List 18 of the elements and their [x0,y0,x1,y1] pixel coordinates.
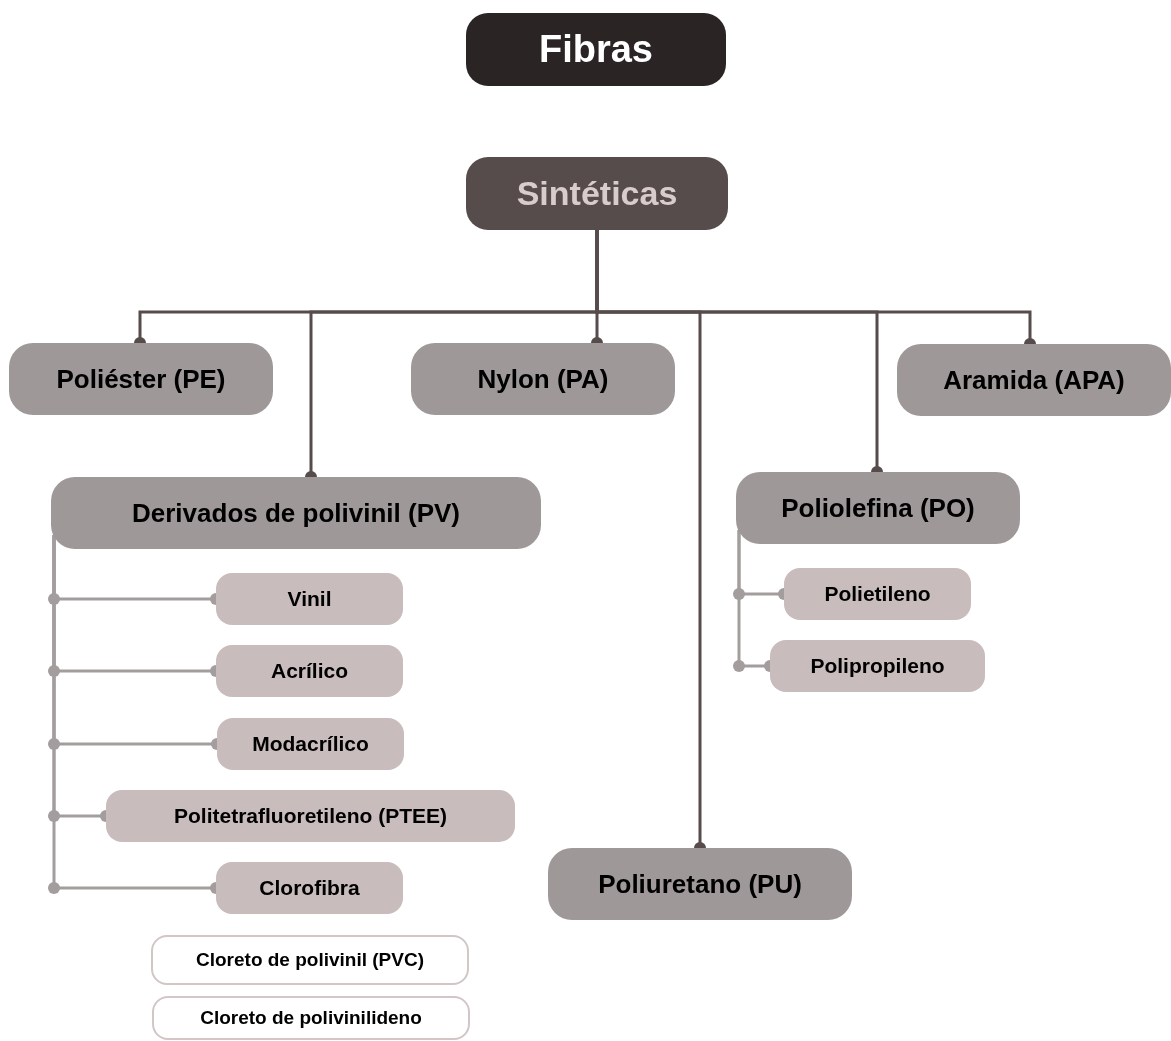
connector-line [733,530,770,672]
fiber-group-box: Aramida (APA) [897,344,1171,416]
subtype-box: Cloreto de polivinilideno [152,996,470,1040]
title-box: Fibras [466,13,726,86]
fiber-type-box: Acrílico [216,645,403,697]
fiber-group-box: Derivados de polivinil (PV) [51,477,541,549]
fiber-type-box: Politetrafluoretileno (PTEE) [106,790,515,842]
fiber-type-box: Vinil [216,573,403,625]
fiber-type-box: Polietileno [784,568,971,620]
fiber-group-box: Poliuretano (PU) [548,848,852,920]
fiber-type-box: Polipropileno [770,640,985,692]
fiber-type-box: Modacrílico [217,718,404,770]
fiber-group-box: Nylon (PA) [411,343,675,415]
category-box: Sintéticas [466,157,728,230]
subtype-box: Cloreto de polivinil (PVC) [151,935,469,985]
fiber-type-box: Clorofibra [216,862,403,914]
fiber-group-box: Poliolefina (PO) [736,472,1020,544]
fiber-group-box: Poliéster (PE) [9,343,273,415]
